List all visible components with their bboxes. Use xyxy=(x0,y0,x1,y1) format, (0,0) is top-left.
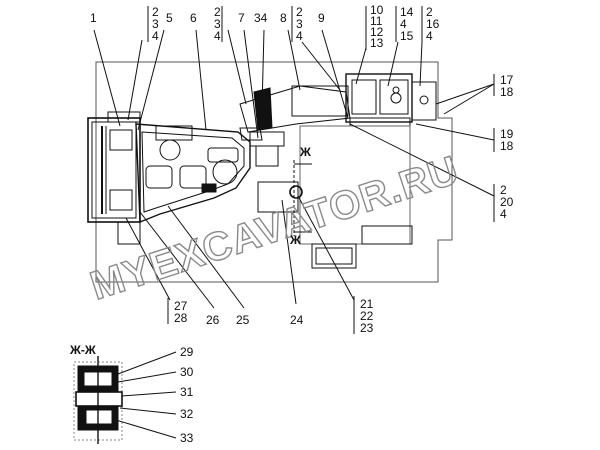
callout-1: 1 xyxy=(90,11,97,25)
callout-3-b: 3 xyxy=(214,17,221,31)
callout-2-e: 2 xyxy=(426,5,433,19)
section-title: Ж-Ж xyxy=(69,343,96,357)
callout-4-a: 4 xyxy=(152,29,159,43)
callout-6: 6 xyxy=(190,11,197,25)
callout-22: 22 xyxy=(360,309,374,323)
callout-30: 30 xyxy=(180,365,194,379)
callout-9: 9 xyxy=(318,11,325,25)
callout-20: 20 xyxy=(500,195,514,209)
callout-4-d: 4 xyxy=(400,17,407,31)
callout-bars xyxy=(147,6,495,334)
callout-5: 5 xyxy=(166,11,173,25)
operator-cab xyxy=(135,123,251,224)
callout-32: 32 xyxy=(180,407,194,421)
callout-12: 12 xyxy=(370,25,384,39)
callout-15: 15 xyxy=(400,29,414,43)
section-cut-markers xyxy=(293,160,312,236)
callout-27: 27 xyxy=(174,299,188,313)
callout-8: 8 xyxy=(280,11,287,25)
callout-33: 33 xyxy=(180,431,194,445)
callout-24: 24 xyxy=(290,313,304,327)
callout-17: 17 xyxy=(500,73,514,87)
callout-4-f: 4 xyxy=(500,207,507,221)
callout-3-c: 3 xyxy=(296,17,303,31)
callout-4-c: 4 xyxy=(296,29,303,43)
callout-28: 28 xyxy=(174,311,188,325)
callout-13: 13 xyxy=(370,36,384,50)
callout-10: 10 xyxy=(370,3,384,17)
section-marker-bottom: Ж xyxy=(289,233,301,247)
callout-16: 16 xyxy=(426,17,440,31)
callout-14: 14 xyxy=(400,5,414,19)
control-panel xyxy=(345,73,437,127)
callout-7: 7 xyxy=(238,11,245,25)
callout-3-a: 3 xyxy=(152,17,159,31)
callout-19: 19 xyxy=(500,127,514,141)
callout-23: 23 xyxy=(360,321,374,335)
machine-frame xyxy=(87,61,453,283)
callout-29: 29 xyxy=(180,345,194,359)
callout-2-c: 2 xyxy=(296,5,303,19)
section-marker-top: Ж xyxy=(299,145,311,159)
callout-11: 11 xyxy=(370,14,383,28)
watermark: MYEXCAVATOR.RU xyxy=(85,148,464,309)
callout-34: 34 xyxy=(254,11,268,25)
callout-2-b: 2 xyxy=(214,5,221,19)
callout-18-a: 18 xyxy=(500,85,514,99)
leader-lines xyxy=(93,29,495,309)
callout-4-b: 4 xyxy=(214,29,221,43)
callout-2-a: 2 xyxy=(152,5,159,19)
callout-21: 21 xyxy=(360,297,374,311)
callout-31: 31 xyxy=(180,385,194,399)
callout-4-e: 4 xyxy=(426,29,433,43)
callout-18-b: 18 xyxy=(500,139,514,153)
callout-26: 26 xyxy=(206,313,220,327)
section-detail xyxy=(73,351,177,444)
callout-2-f: 2 xyxy=(500,183,507,197)
engine-block xyxy=(257,125,413,269)
callout-25: 25 xyxy=(236,313,250,327)
